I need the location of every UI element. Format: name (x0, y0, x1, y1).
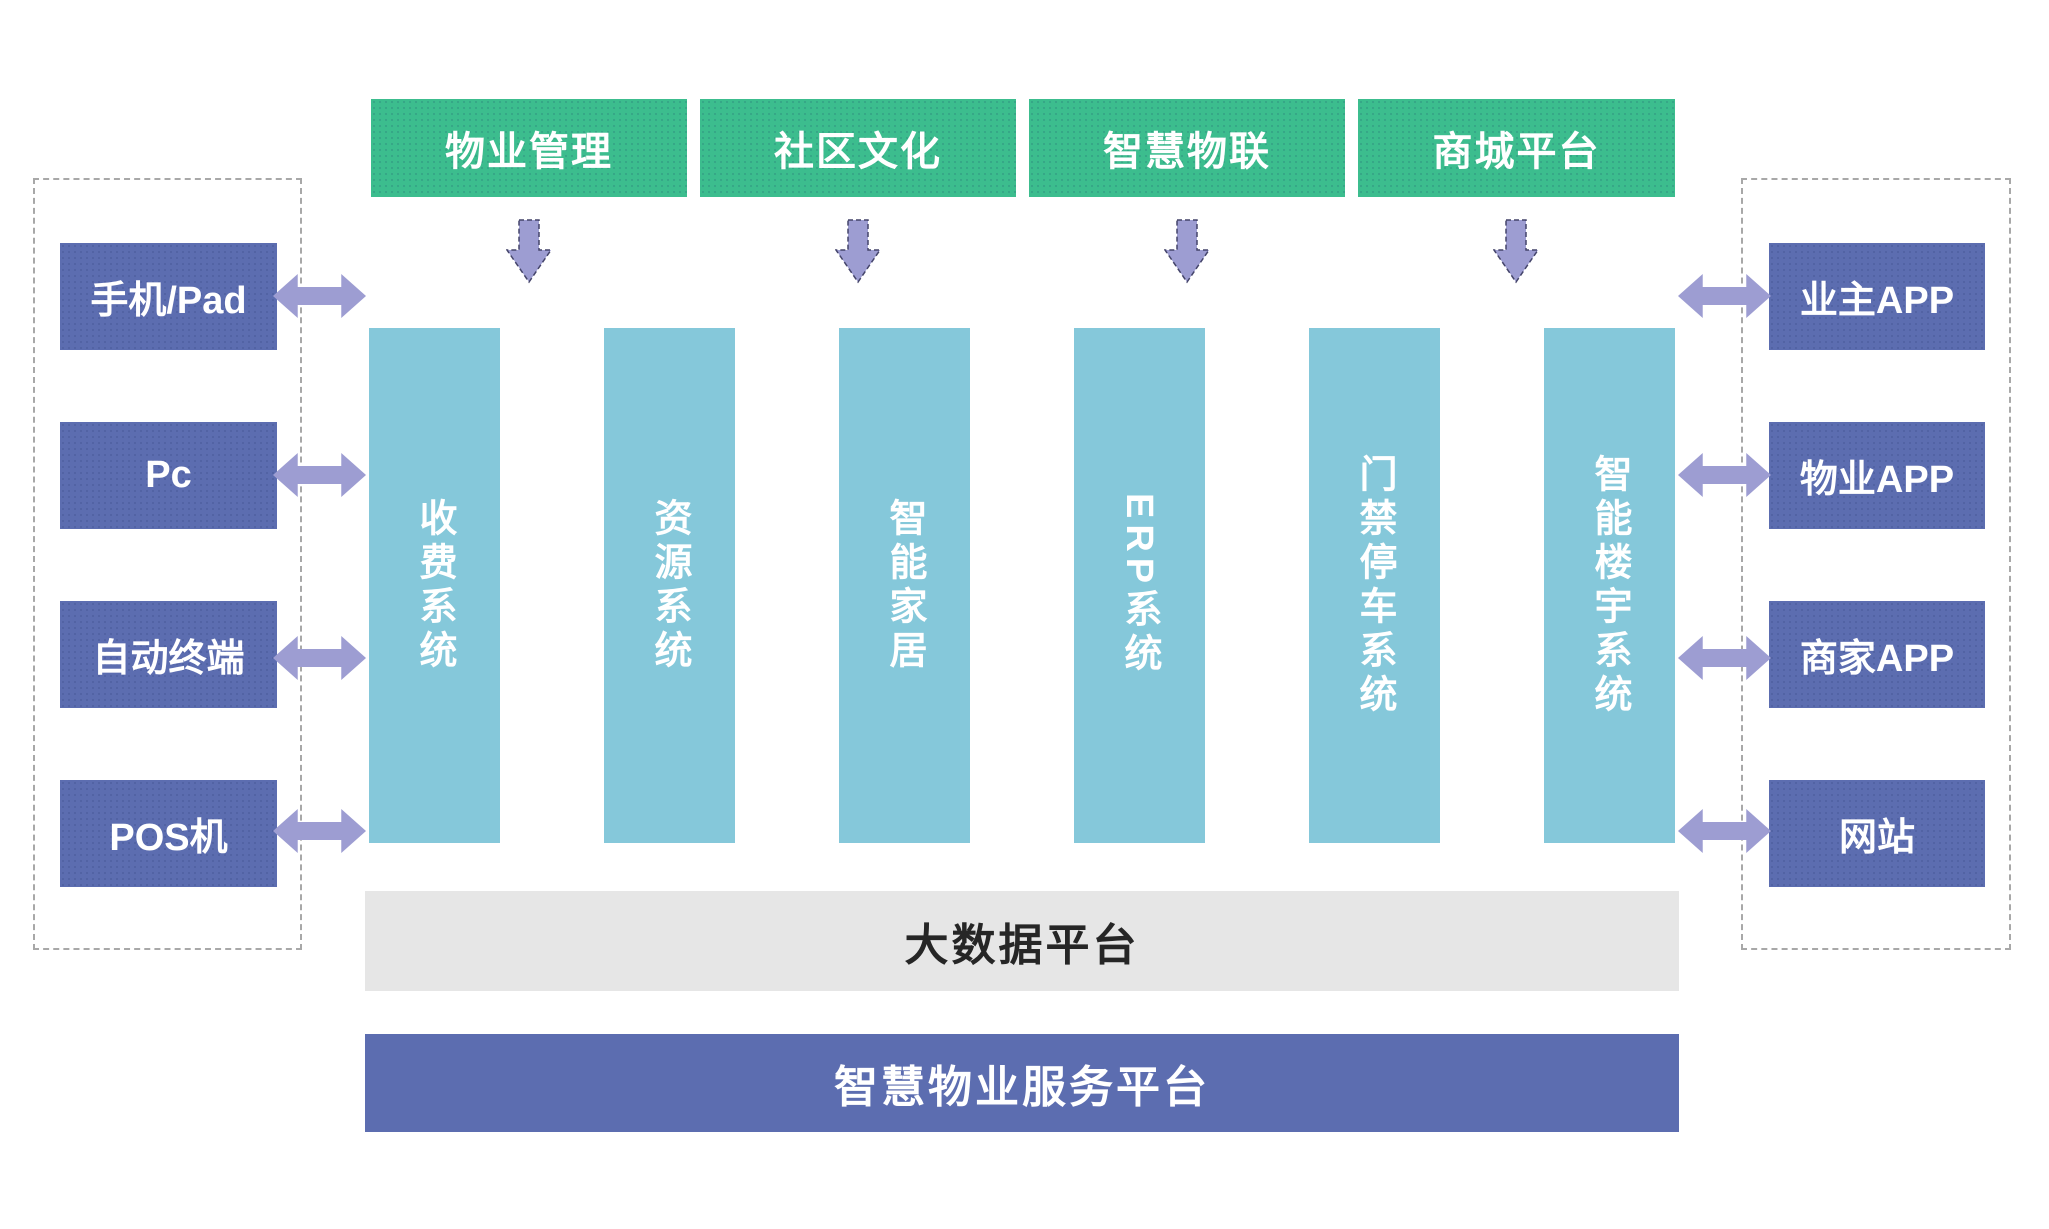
terminal-box-2-label: Pc (145, 454, 192, 496)
system-column-4-label: ERP系统 (1118, 493, 1160, 678)
left-right-arrow-icon (1677, 273, 1772, 319)
down-arrow-icon (1493, 219, 1539, 284)
app-box-3: 商家APP (1769, 601, 1985, 708)
system-column-6: 智能楼宇系统 (1544, 328, 1675, 843)
app-box-2: 物业APP (1769, 422, 1985, 529)
system-column-3: 智能家居 (839, 328, 970, 843)
app-box-2-label: 物业APP (1799, 459, 1955, 501)
app-box-1: 业主APP (1769, 243, 1985, 350)
terminal-box-4: POS机 (60, 780, 277, 887)
left-right-arrow-icon (272, 452, 367, 498)
terminal-box-1-label: 手机/Pad (90, 280, 247, 322)
service-platform-label: 智慧物业服务平台 (834, 1063, 1210, 1112)
top-module-3: 智慧物联 (1029, 99, 1345, 197)
top-module-1: 物业管理 (371, 99, 687, 197)
left-right-arrow-icon (272, 273, 367, 319)
terminal-box-1: 手机/Pad (60, 243, 277, 350)
down-arrow-icon (506, 219, 552, 284)
right-apps-panel (1741, 178, 2011, 950)
top-module-3-label: 智慧物联 (1103, 130, 1271, 174)
system-column-1: 收费系统 (369, 328, 500, 843)
system-column-2-label: 资源系统 (648, 497, 690, 674)
terminal-box-3-label: 自动终端 (92, 638, 245, 680)
system-column-2: 资源系统 (604, 328, 735, 843)
app-box-4-label: 网站 (1838, 817, 1915, 859)
top-module-4-label: 商城平台 (1432, 130, 1601, 174)
left-right-arrow-icon (272, 808, 367, 854)
left-right-arrow-icon (272, 635, 367, 681)
down-arrow-icon (835, 219, 881, 284)
left-terminals-panel (33, 178, 302, 950)
terminal-box-4-label: POS机 (109, 817, 228, 859)
app-box-1-label: 业主APP (1799, 280, 1955, 322)
system-column-6-label: 智能楼宇系统 (1588, 453, 1630, 718)
system-column-3-label: 智能家居 (883, 497, 925, 674)
system-column-5: 门禁停车系统 (1309, 328, 1440, 843)
app-box-4: 网站 (1769, 780, 1985, 887)
terminal-box-2: Pc (60, 422, 277, 529)
app-box-3-label: 商家APP (1799, 638, 1955, 680)
top-module-2: 社区文化 (700, 99, 1016, 197)
big-data-platform-label: 大数据平台 (904, 921, 1140, 970)
down-arrow-icon (1164, 219, 1210, 284)
left-right-arrow-icon (1677, 452, 1772, 498)
system-column-1-label: 收费系统 (413, 497, 455, 674)
top-module-2-label: 社区文化 (774, 130, 942, 174)
top-module-1-label: 物业管理 (445, 130, 613, 174)
service-platform-bar: 智慧物业服务平台 (365, 1034, 1679, 1132)
system-column-4: ERP系统 (1074, 328, 1205, 843)
top-module-4: 商城平台 (1358, 99, 1675, 197)
big-data-platform-bar: 大数据平台 (365, 891, 1679, 991)
system-column-5-label: 门禁停车系统 (1353, 453, 1395, 718)
terminal-box-3: 自动终端 (60, 601, 277, 708)
left-right-arrow-icon (1677, 808, 1772, 854)
left-right-arrow-icon (1677, 635, 1772, 681)
